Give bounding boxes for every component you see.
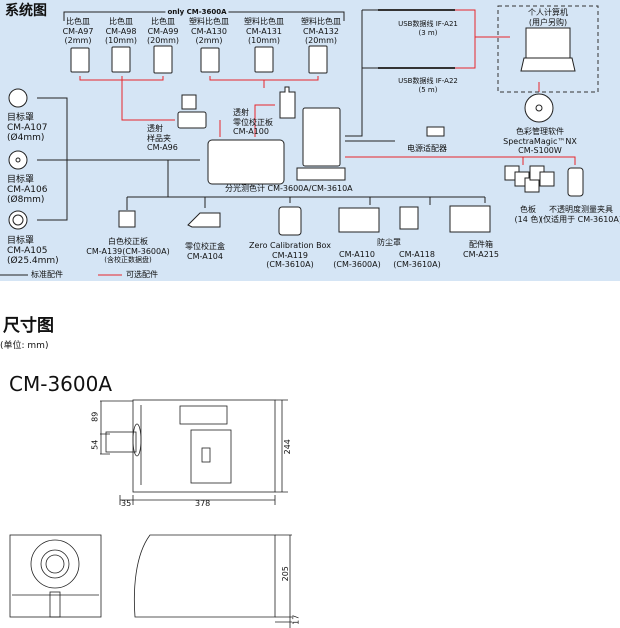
dust-cover-a110[interactable]: CM-A110(CM-3600A) <box>333 250 381 269</box>
color-tiles-label[interactable]: 色板(14 色) <box>514 205 542 224</box>
dim-17: 17 <box>291 614 301 625</box>
unit-label: (单位: mm) <box>0 341 49 351</box>
only-bracket <box>63 11 345 21</box>
only-cm3600a-label: only CM-3600A <box>165 8 229 18</box>
pc-dashed-box <box>497 5 599 93</box>
dim-244: 244 <box>282 439 292 455</box>
dim-89: 89 <box>90 411 100 422</box>
model-name: CM-3600A <box>9 372 113 396</box>
opacity-fixture-label[interactable]: 不透明度测量夹具(仅适用于 CM-3610A) <box>540 205 620 224</box>
power-adapter-label[interactable]: 电源适配器 <box>407 144 447 153</box>
instrument-label: 分光测色计 CM-3600A/CM-3610A <box>225 184 353 193</box>
dust-cover-label: 防尘罩 <box>377 238 401 247</box>
dust-cover-a118[interactable]: CM-A118(CM-3610A) <box>393 250 441 269</box>
dim-54: 54 <box>90 439 100 450</box>
system-title: 系统图 <box>5 3 47 19</box>
dim-35: 35 <box>121 499 132 508</box>
dim-205: 205 <box>280 566 290 582</box>
usb-cable-a22[interactable]: USB数据线 IF-A22(5 m) <box>398 77 458 94</box>
dimensions-title: 尺寸图 <box>3 316 54 336</box>
usb-cable-a21[interactable]: USB数据线 IF-A21(3 m) <box>398 20 458 37</box>
pc-label: 个人计算机(用户另购) <box>528 8 568 27</box>
legend-standard: 标准配件 <box>31 270 63 279</box>
legend-optional: 可选配件 <box>126 270 158 279</box>
dim-378: 378 <box>195 499 211 508</box>
